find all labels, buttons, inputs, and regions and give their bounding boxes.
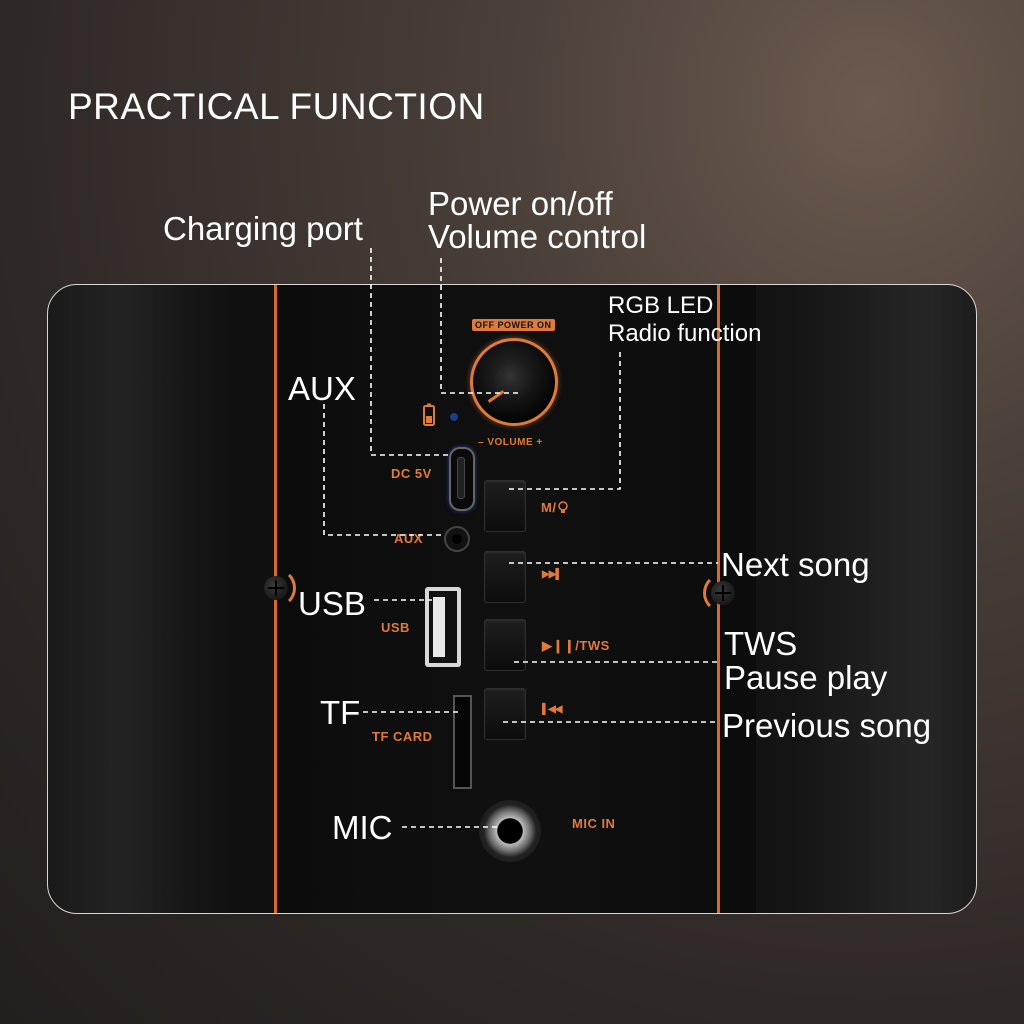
callout-power: Power on/off [428, 185, 613, 222]
callout-aux: AUX [288, 370, 356, 407]
status-led [450, 413, 458, 421]
usb-label: USB [381, 620, 410, 635]
next-label: ▶▶▌ [542, 569, 562, 580]
tf-label: TF CARD [372, 729, 433, 744]
callout-previous-song: Previous song [722, 707, 932, 744]
tf-card-slot[interactable] [453, 695, 472, 789]
power-label: OFF POWER ON [472, 319, 555, 331]
screw-icon-right [703, 573, 743, 613]
screw-icon-left [256, 568, 296, 608]
callout-usb: USB [298, 585, 366, 622]
volume-knob[interactable] [470, 338, 558, 426]
mode-label: M/ [541, 500, 570, 515]
callout-rgb-led: RGB LED [608, 292, 714, 319]
callout-mic: MIC [332, 809, 393, 846]
page-title: PRACTICAL FUNCTION [68, 86, 485, 127]
battery-icon [423, 403, 435, 426]
prev-label: ▌◀◀ [542, 704, 562, 715]
callout-pause-play: Pause play [724, 659, 888, 696]
callout-charging-port: Charging port [163, 210, 363, 247]
aux-jack[interactable] [444, 526, 470, 552]
callout-tws: TWS [724, 625, 798, 662]
dc-label: DC 5V [391, 466, 432, 481]
previous-song-button[interactable] [484, 688, 526, 740]
bulb-icon [558, 501, 569, 513]
callout-volume: Volume control [428, 218, 647, 255]
callout-next-song: Next song [721, 546, 870, 583]
next-song-button[interactable] [484, 551, 526, 603]
mic-jack[interactable] [479, 800, 541, 862]
callout-radio: Radio function [608, 320, 762, 347]
callout-tf: TF [320, 694, 361, 731]
usb-c-port[interactable] [449, 447, 475, 511]
mic-label: MIC IN [572, 816, 616, 831]
volume-label: – VOLUME + [478, 437, 543, 448]
play-tws-label: ▶❙❙/TWS [542, 638, 610, 653]
